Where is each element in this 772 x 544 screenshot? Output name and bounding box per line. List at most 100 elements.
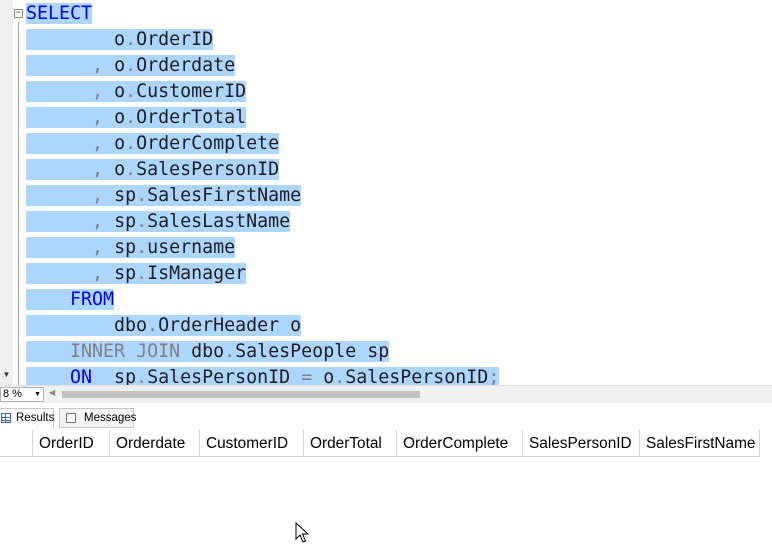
code-line[interactable]: SELECT [26,1,93,27]
code-token: OrderComplete [136,133,280,154]
code-line[interactable]: dbo.OrderHeader o [26,313,302,339]
code-token: SELECT [26,3,93,24]
collapse-outline-icon[interactable]: − [14,8,23,18]
code-token: OrderTotal [136,107,247,128]
code-token: , [26,237,115,258]
code-line[interactable]: , sp.SalesLastName [26,209,291,235]
code-line[interactable]: FROM [26,287,115,313]
code-token: . [147,315,159,336]
column-header[interactable]: SalesFirstName [640,430,760,457]
code-token: , [26,81,115,102]
code-token: . [125,159,137,180]
selected-text: , sp.SalesLastName [26,211,291,232]
code-token: SalesPeople sp [235,341,390,362]
code-token: ON [70,367,93,385]
editor-status-strip: 8 % ▼ ◀ [0,385,772,403]
code-token: o [312,367,335,385]
code-token [26,341,70,362]
selected-text: FROM [26,289,115,310]
column-header[interactable]: CustomerID [200,430,304,457]
mouse-pointer-icon [295,522,309,543]
selected-text: , o.Orderdate [26,55,236,76]
selected-text: INNER JOIN dbo.SalesPeople sp [26,341,390,362]
outline-guide-line [18,22,19,385]
column-header[interactable]: OrderTotal [304,430,397,457]
code-token: OrderHeader o [158,315,302,336]
code-token: . [136,367,148,385]
code-line[interactable]: , o.CustomerID [26,79,247,105]
selected-text: dbo.OrderHeader o [26,315,302,336]
code-token: , [26,185,115,206]
selected-text: o.OrderID [26,29,214,50]
scroll-left-arrow-icon[interactable]: ◀ [49,388,56,397]
code-line[interactable]: , o.OrderTotal [26,105,247,131]
code-token: , [26,55,115,76]
selected-text: SELECT [26,3,93,24]
selected-text: , sp.IsManager [26,263,247,284]
horizontal-scrollbar-thumb[interactable] [62,391,420,398]
code-token: SalesPersonID [345,367,489,385]
selected-text: , o.SalesPersonID [26,159,280,180]
zoom-dropdown[interactable]: 8 % ▼ [0,387,44,402]
code-token [26,367,70,385]
code-line[interactable]: , o.Orderdate [26,53,236,79]
chevron-down-icon: ▼ [34,391,41,398]
tab-messages-label: Messages [84,412,137,424]
scroll-down-arrow-icon[interactable]: ▼ [2,370,11,379]
code-token: . [125,55,137,76]
code-line[interactable]: INNER JOIN dbo.SalesPeople sp [26,339,390,365]
code-token: SalesPersonID [147,367,302,385]
code-line[interactable]: , sp.IsManager [26,261,247,287]
column-header[interactable]: SalesPersonID [523,430,640,457]
code-line[interactable]: , sp.username [26,235,236,261]
code-token: SalesPersonID [136,159,280,180]
selected-text: ON sp.SalesPersonID = o.SalesPersonID; [26,367,500,385]
code-token: dbo [26,315,148,336]
code-line[interactable]: , o.OrderComplete [26,131,280,157]
code-token: dbo [180,341,225,362]
code-token: o [114,55,126,76]
zoom-value: 8 % [3,388,22,400]
code-token: sp [114,211,137,232]
selected-text: , sp.SalesFirstName [26,185,302,206]
code-line[interactable]: , sp.SalesFirstName [26,183,302,209]
selected-text: , o.OrderComplete [26,133,280,154]
query-editor[interactable]: ▼ − SELECT o.OrderID , o.Orderdate , o.C… [0,0,772,385]
code-token: , [26,107,115,128]
code-token: = [301,367,313,385]
code-token: o [114,159,126,180]
selected-text: , o.OrderTotal [26,107,247,128]
code-token: , [26,159,115,180]
selected-text: , o.CustomerID [26,81,247,102]
code-token: sp [114,263,137,284]
vertical-scrollbar[interactable]: ▼ [0,0,13,385]
code-line[interactable]: o.OrderID [26,27,214,53]
code-token: ; [488,367,500,385]
tab-results[interactable]: Results [0,408,54,428]
code-token: IsManager [147,263,247,284]
column-header[interactable]: Orderdate [110,430,200,457]
code-token: . [224,341,236,362]
code-token: , [26,263,115,284]
code-token: . [125,133,137,154]
tab-messages[interactable]: Messages [59,408,137,428]
code-token: SalesFirstName [147,185,302,206]
code-token: . [136,263,148,284]
code-line[interactable]: , o.SalesPersonID [26,157,280,183]
column-header[interactable]: OrderID [33,430,110,457]
code-token: Orderdate [136,55,236,76]
code-token: . [125,29,137,50]
grid-icon [1,413,11,423]
code-token: INNER JOIN [70,341,181,362]
code-token: . [136,211,148,232]
code-token: . [136,185,148,206]
code-token: , [26,133,115,154]
code-token: . [334,367,346,385]
code-token: o [114,81,126,102]
grid-corner-cell[interactable] [0,430,33,457]
column-header[interactable]: OrderComplete [397,430,523,457]
code-line[interactable]: ON sp.SalesPersonID = o.SalesPersonID; [26,365,500,385]
code-token: o [26,29,126,50]
